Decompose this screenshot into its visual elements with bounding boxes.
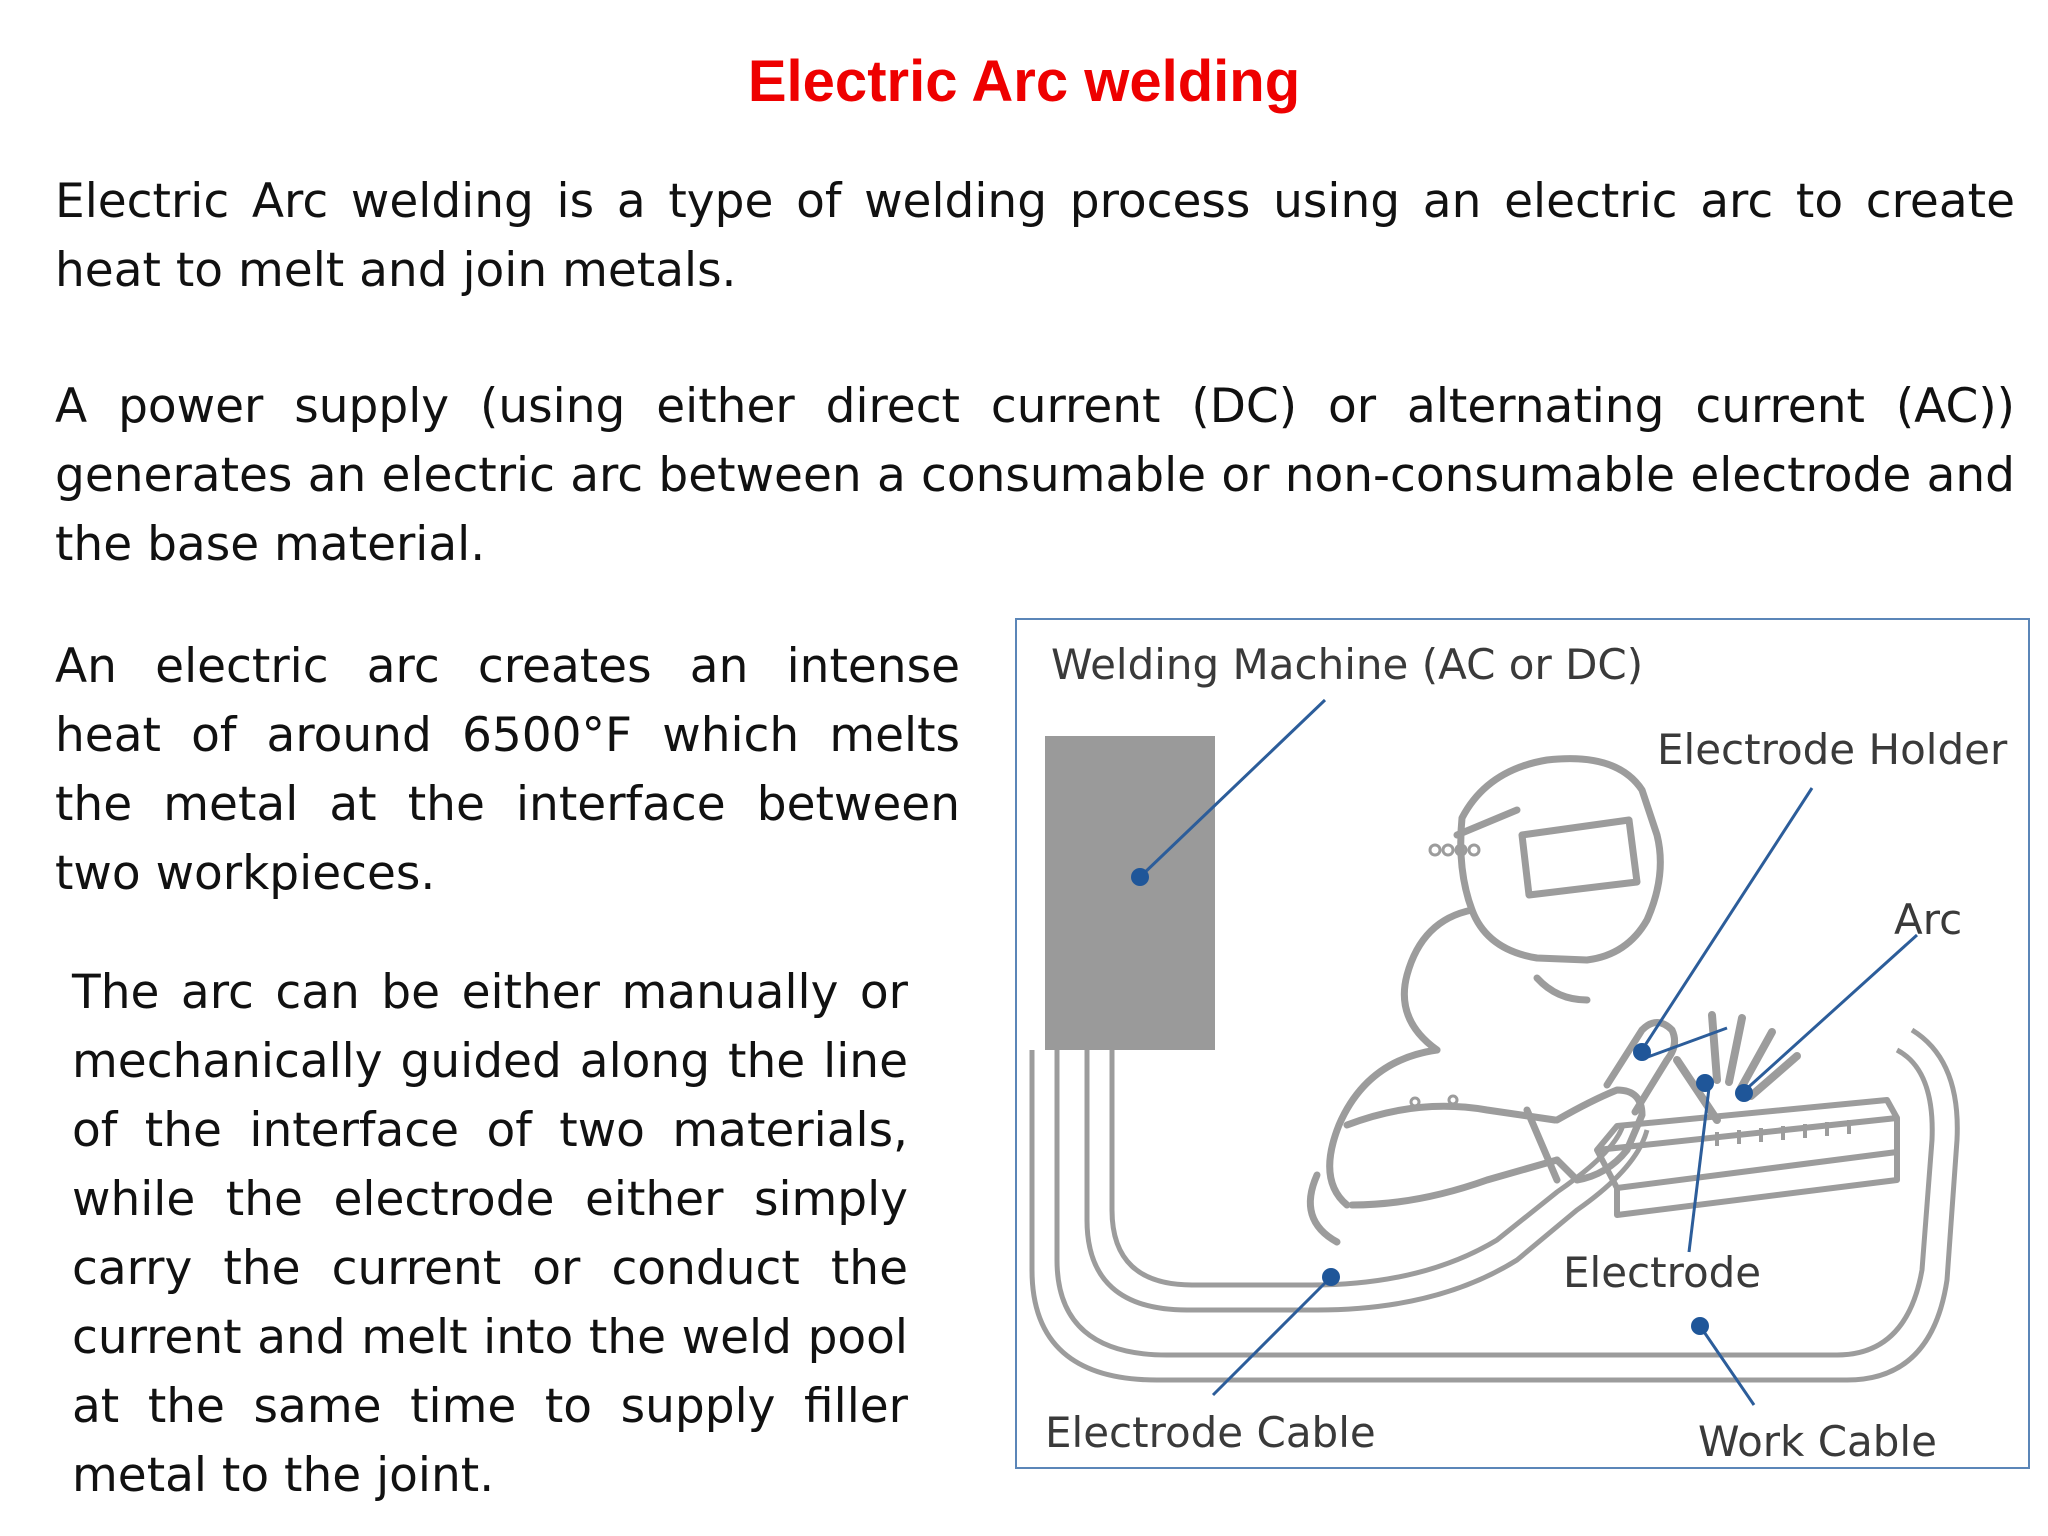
welder-figure [1306, 755, 1679, 1246]
page-title: Electric Arc welding [747, 49, 1301, 114]
power-supply-paragraph: A power supply (using either direct curr… [55, 379, 2015, 572]
weld-bead [1715, 1120, 1851, 1146]
leader-lines [1138, 698, 1919, 1406]
welding-machine-box [1045, 736, 1215, 1050]
arc-rays [1708, 1011, 1801, 1100]
electrode-label: Electrode [1563, 1248, 1762, 1297]
leader-dots [1131, 868, 1753, 1335]
work-cable-line [1029, 1027, 1960, 1383]
electrode-holder-label: Electrode Holder [1657, 725, 2008, 774]
intro-paragraph: Electric Arc welding is a type of weldin… [55, 174, 2015, 298]
welding-diagram: Welding Machine (AC or DC) Electrode Hol… [1015, 618, 2030, 1469]
welding-illustration [1029, 698, 1960, 1406]
welding-machine-label: Welding Machine (AC or DC) [1051, 640, 1644, 689]
work-cable-label: Work Cable [1698, 1417, 1937, 1466]
workpiece-plate [1594, 1097, 1900, 1218]
electrode-rod [1673, 1056, 1721, 1124]
arc-label: Arc [1894, 895, 1963, 944]
electrode-cable-label: Electrode Cable [1045, 1408, 1376, 1457]
arc-guidance-paragraph: The arc can be either manually or mechan… [72, 965, 908, 1503]
arc-heat-paragraph: An electric arc creates an intense heat … [55, 639, 960, 901]
